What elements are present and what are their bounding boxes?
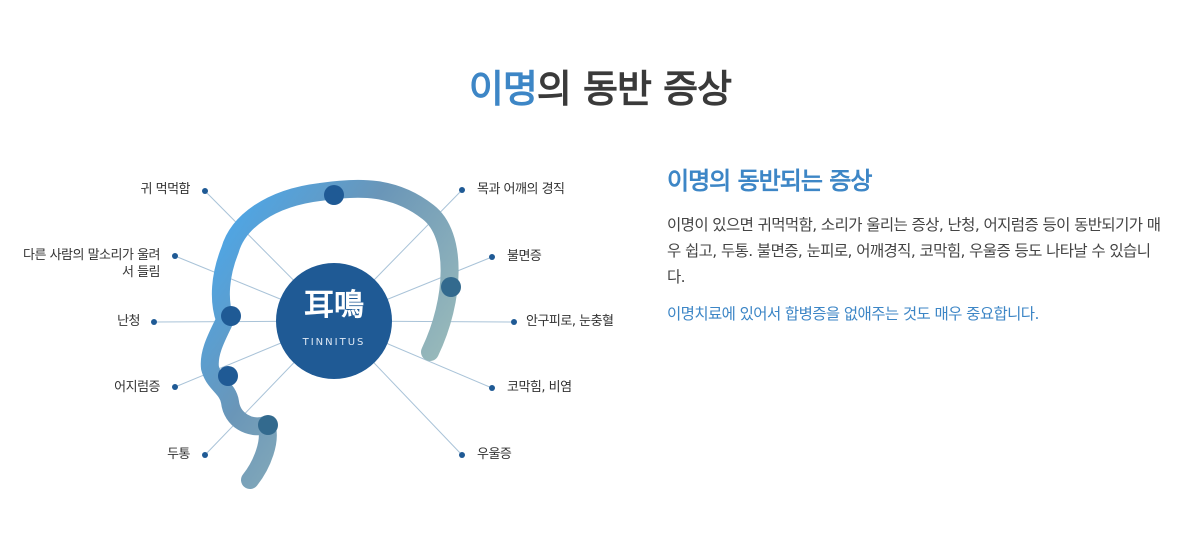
outline-node [324, 185, 344, 205]
symptom-label-hearing-loss: 난청 [117, 314, 140, 329]
symptom-diagram: 耳鳴 TINNITUS 귀 먹먹함 다른 사람의 말소리가 울려서 들림 난청 … [23, 179, 614, 489]
outline-node [258, 415, 278, 435]
head-outline [200, 179, 459, 489]
panel-heading: 이명의 동반되는 증상 [667, 167, 872, 195]
symptom-dot [172, 253, 178, 259]
page-title-accent: 이명 [468, 67, 538, 111]
symptom-dot [511, 319, 517, 325]
panel-body: 이명이 있으면 귀먹먹함, 소리가 울리는 증상, 난청, 어지럼증 등이 동반… [667, 216, 1161, 286]
page-title-rest: 의 동반 증상 [536, 67, 732, 111]
symptom-label-rhinitis: 코막힘, 비염 [507, 380, 572, 395]
panel-note: 이명치료에 있어서 합병증을 없애주는 것도 매우 중요합니다. [667, 305, 1039, 323]
outline-node [441, 277, 461, 297]
core-english: TINNITUS [302, 337, 366, 348]
description-panel: 이명의 동반되는 증상 이명이 있으면 귀먹먹함, 소리가 울리는 증상, 난청… [667, 165, 1167, 326]
page-title: 이명의 동반 증상 [0, 58, 1200, 113]
symptom-label-ear-fullness: 귀 먹먹함 [140, 182, 191, 197]
outline-node [218, 366, 238, 386]
symptom-dot [489, 385, 495, 391]
symptom-dot [202, 452, 208, 458]
symptom-label-neck-stiffness: 목과 어깨의 경직 [477, 182, 565, 197]
symptom-dot [459, 452, 465, 458]
symptom-dot [202, 188, 208, 194]
symptom-dot [172, 384, 178, 390]
symptom-label-insomnia: 불면증 [507, 249, 542, 264]
symptom-dot [151, 319, 157, 325]
symptom-label-eye-strain: 안구피로, 눈충혈 [526, 314, 614, 329]
symptom-dot [459, 187, 465, 193]
core-hanja: 耳鳴 [304, 288, 364, 323]
symptom-label-dizziness: 어지럼증 [114, 380, 160, 395]
symptom-label-headache: 두통 [167, 447, 190, 462]
outline-node [221, 306, 241, 326]
symptom-label-depression: 우울증 [477, 447, 512, 462]
symptom-label-echoing-voices: 다른 사람의 말소리가 울려서 들림 [23, 248, 160, 280]
tinnitus-core: 耳鳴 TINNITUS [276, 263, 392, 379]
symptom-dot [489, 254, 495, 260]
